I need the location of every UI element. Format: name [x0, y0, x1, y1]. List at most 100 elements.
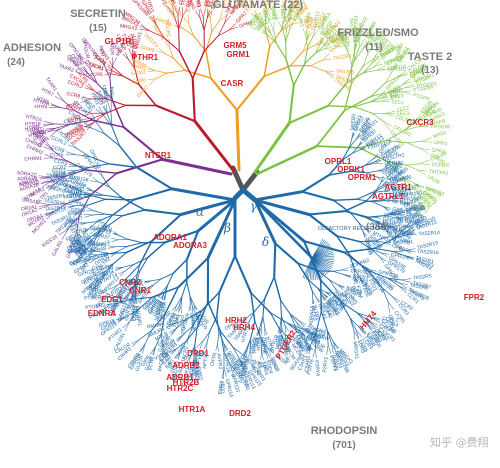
taste2-branch	[392, 62, 396, 72]
frizzled-branch	[346, 61, 355, 84]
family-count-adhesion: (24)	[7, 57, 25, 68]
frizzled-branch	[315, 48, 326, 54]
highlighted-receptor-label: GRM1	[226, 50, 250, 59]
rhodopsin-branch	[174, 351, 181, 359]
family-count-taste2: (13)	[421, 65, 439, 76]
adhesion-branch	[54, 96, 64, 102]
leaf-label: TAS2R19	[326, 36, 348, 46]
leaf-label: GPR179	[210, 0, 220, 8]
glutamate-branch	[187, 14, 190, 24]
leaf-label: HTR1F	[25, 121, 41, 127]
rhodopsin-branch	[95, 268, 104, 271]
glutamate-branch	[288, 14, 294, 22]
adhesion-branch	[69, 119, 93, 125]
rhodopsin-branch	[364, 216, 374, 223]
highlighted-receptor-label: CASR	[221, 79, 244, 88]
rhodopsin-branch	[180, 340, 187, 353]
rhodopsin-branch	[125, 309, 139, 318]
rhodopsin-branch	[386, 229, 391, 236]
taste2-branch	[417, 169, 428, 172]
rhodopsin-branch	[298, 320, 305, 328]
secretin-branch	[125, 52, 129, 60]
rhodopsin-branch	[97, 171, 104, 178]
rhodopsin-branch	[325, 291, 331, 297]
highlighted-receptor-label: CNR1	[129, 286, 151, 295]
rhodopsin-branch	[315, 332, 317, 349]
leaf-label: OR5A1	[21, 197, 38, 206]
frizzled-branch	[276, 43, 287, 60]
olfactory-ray	[307, 257, 313, 281]
leaf-label: TRHR	[358, 22, 365, 37]
rhodopsin-branch	[113, 251, 128, 265]
rhodopsin-branch	[111, 251, 118, 257]
rhodopsin-branch	[160, 272, 174, 280]
leaf-label: EMR3	[390, 93, 405, 100]
rhodopsin-branch	[107, 245, 117, 247]
rhodopsin-branch	[104, 198, 135, 201]
taste2-branch	[401, 176, 410, 191]
leaf-label: GPR116	[387, 64, 407, 72]
secretin-branch	[139, 25, 150, 31]
leaf-label: GPR98	[256, 0, 266, 7]
rhodopsin-branch	[68, 164, 78, 167]
rhodopsin-branch	[218, 254, 237, 294]
rhodopsin-branch	[365, 228, 370, 234]
rhodopsin-branch	[301, 174, 330, 193]
adhesion-branch	[42, 123, 55, 127]
secretin-branch	[162, 36, 180, 52]
leaf-label: FZD6	[303, 16, 310, 29]
adhesion-branch	[102, 57, 105, 67]
adhesion-branch	[56, 123, 71, 131]
secretin-branch	[166, 5, 174, 15]
leaf-label: LEC1	[391, 99, 404, 106]
rhodopsin-branch	[93, 210, 106, 215]
rhodopsin-branch	[169, 348, 178, 353]
rhodopsin-branch	[96, 250, 110, 254]
frizzled-branch	[353, 106, 374, 114]
rhodopsin-branch	[259, 315, 264, 329]
frizzled-branch	[362, 40, 368, 50]
leaf-label: MC1R	[115, 42, 127, 58]
leaf-label: AVPR1B	[319, 15, 329, 36]
rhodopsin-branch	[102, 177, 110, 188]
rhodopsin-branch	[87, 187, 94, 192]
rhodopsin-branch	[310, 332, 317, 346]
adhesion-branch	[63, 100, 75, 111]
rhodopsin-branch	[250, 292, 272, 314]
rhodopsin-branch	[365, 199, 383, 203]
rhodopsin-branch	[367, 270, 383, 288]
rhodopsin-branch	[124, 292, 130, 299]
family-name-glutamate-text: GLUTAMATE	[213, 0, 280, 11]
rhodopsin-branch	[202, 331, 211, 342]
rhodopsin-branch	[186, 281, 191, 297]
leaf-label: TACR3	[347, 18, 356, 35]
rhodopsin-branch	[280, 325, 282, 334]
rhodopsin-branch	[97, 253, 110, 256]
rhodopsin-branch	[365, 228, 372, 232]
rhodopsin-branch	[382, 206, 389, 212]
rhodopsin-branch	[392, 228, 406, 240]
rhodopsin-branch	[110, 101, 112, 113]
adhesion-branch	[84, 169, 118, 174]
rhodopsin-branch	[300, 327, 310, 333]
glutamate-branch	[149, 78, 157, 86]
rhodopsin-branch	[147, 241, 166, 259]
highlighted-receptor-label: EDG1	[101, 295, 123, 304]
secretin-branch	[172, 4, 174, 15]
rhodopsin-branch	[135, 166, 174, 190]
rhodopsin-branch	[405, 248, 416, 251]
rhodopsin-branch	[265, 350, 271, 359]
leaf-label: GPR3	[294, 13, 305, 28]
rhodopsin-branch	[386, 229, 393, 234]
rhodopsin-branch	[267, 347, 275, 354]
rhodopsin-branch	[372, 153, 379, 160]
rhodopsin-branch	[86, 221, 98, 224]
rhodopsin-branch	[391, 200, 398, 203]
rhodopsin-branch	[160, 333, 164, 349]
leaf-label: C5AR1	[178, 0, 188, 6]
rhodopsin-branch	[127, 277, 134, 283]
rhodopsin-branch	[117, 246, 128, 252]
taste2-branch	[419, 148, 429, 154]
leaf-label: SMO	[307, 17, 316, 30]
rhodopsin-branch	[381, 181, 389, 187]
